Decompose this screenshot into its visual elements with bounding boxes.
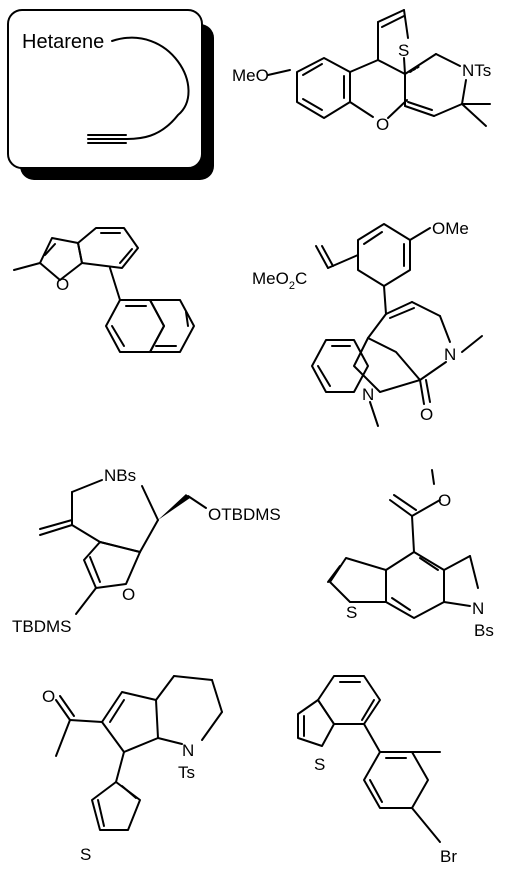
structure-benzofuran-naphthyl: O [13, 227, 195, 353]
ketone-oxygen: O [438, 491, 451, 510]
furan-oxygen: O [122, 585, 135, 604]
tether-line [111, 36, 190, 140]
hetarene-label: Hetarene [22, 31, 104, 53]
methoxy-label: OMe [432, 219, 469, 238]
ts-amide-label: NTs [462, 61, 491, 80]
hetarene-tether-box: Hetarene [7, 9, 214, 180]
structure-thienoindoline: O N Bs S [327, 469, 494, 640]
structure-cyclopentapyridine: O N Ts S [42, 675, 223, 864]
pyran-oxygen: O [376, 115, 389, 134]
ts-label: Ts [178, 763, 195, 782]
benzofuran-oxygen: O [56, 275, 69, 294]
ester-label: MeO2C [252, 269, 307, 292]
benzothiophene-sulfur: S [314, 755, 325, 774]
methoxy-label: MeO [232, 66, 269, 85]
silyl-label: TBDMS [12, 617, 72, 636]
pyridine-nitrogen: N [182, 741, 194, 760]
carbonyl-oxygen: O [420, 405, 433, 424]
structure-spiro-thiochromene: MeO O NTs S [232, 9, 491, 134]
ketone-oxygen: O [42, 687, 55, 706]
thienyl-sulfur: S [80, 845, 91, 864]
bs-amide-label: NBs [104, 466, 136, 485]
structure-azepinoindole: OMe MeO2C N O N [252, 219, 483, 427]
bs-label: Bs [474, 621, 494, 640]
structure-furoazepine: NBs OTBDMS O TBDMS [12, 466, 281, 636]
azepine-nitrogen: N [444, 345, 456, 364]
triple-bond [87, 134, 127, 144]
silyl-ether-label: OTBDMS [208, 505, 281, 524]
indoline-nitrogen: N [472, 599, 484, 618]
wedge-bond [158, 494, 190, 520]
box-frame [7, 9, 203, 169]
thieno-sulfur: S [346, 603, 357, 622]
bromo-label: Br [440, 847, 457, 866]
indole-nitrogen: N [362, 385, 374, 404]
thio-sulfur: S [398, 41, 409, 60]
structure-benzothiophene-aryl: S Br [297, 675, 457, 866]
